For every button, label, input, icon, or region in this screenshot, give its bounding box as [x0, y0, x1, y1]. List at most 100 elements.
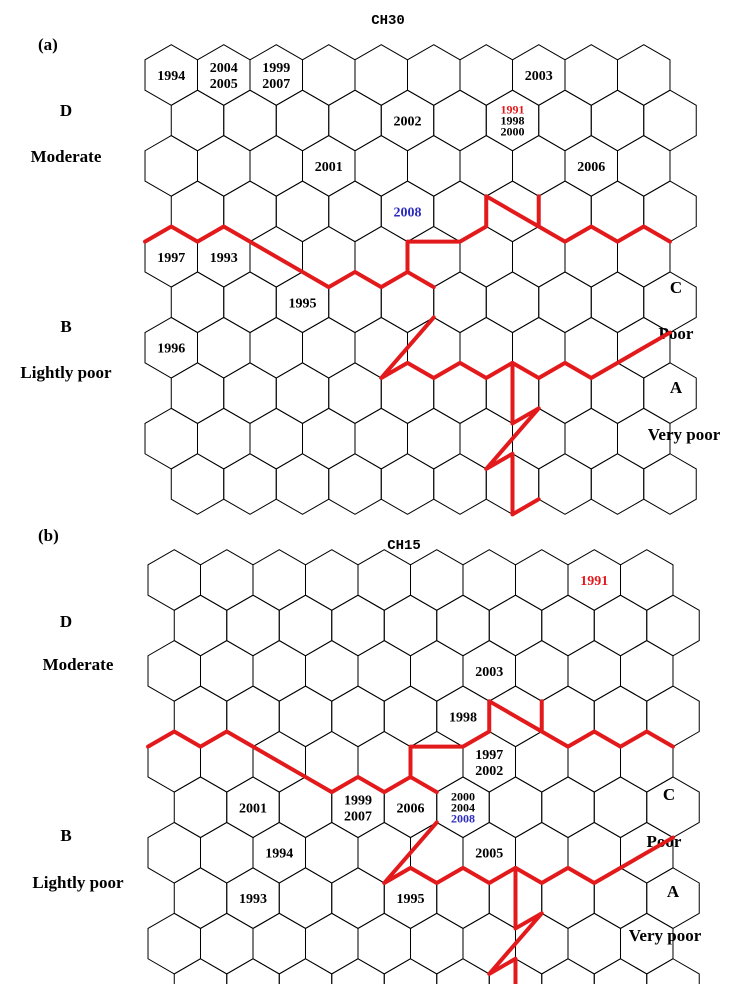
hex-cell [252, 549, 306, 611]
hex-cell [305, 549, 359, 611]
hex-cell [436, 958, 490, 984]
panel-a-class-b-label: B [60, 317, 71, 336]
hex-cell [249, 407, 303, 470]
panel-b-cluster-borders [146, 699, 675, 984]
hex-cell [275, 453, 330, 515]
hex-cell [328, 453, 382, 515]
hex-cell [331, 685, 385, 748]
hex-cell [512, 135, 566, 197]
year-label: 2005 [210, 77, 238, 92]
panel-b-title: CH15 [387, 538, 421, 554]
panel-b-class-a-label: A [667, 882, 680, 901]
hex-cell [643, 453, 697, 515]
hex-cell [410, 549, 464, 611]
hex-cell [462, 549, 516, 611]
hex-cell [433, 453, 487, 515]
panel-a-label: (a) [38, 35, 58, 54]
hex-cell [331, 958, 385, 984]
year-label: 2002 [394, 114, 422, 129]
very-poor-border [484, 360, 541, 517]
year-label: 1996 [157, 342, 185, 357]
hex-cell [331, 594, 385, 657]
hex-cell [643, 89, 697, 152]
hex-cell [173, 594, 228, 657]
hex-cell [275, 180, 330, 243]
hex-cell [173, 776, 228, 839]
hex-cell [223, 89, 277, 152]
hex-cell [538, 271, 592, 334]
hex-cell [197, 135, 251, 197]
hex-cell [147, 821, 201, 884]
hex-cell [144, 407, 198, 470]
hex-cell [249, 316, 303, 379]
hex-cell [354, 135, 408, 197]
hex-cell [407, 44, 461, 106]
panel-b-year-labels: 1991200319981997200220011999200720062000… [239, 574, 608, 907]
year-label: 2001 [239, 801, 267, 816]
hex-cell [567, 640, 621, 702]
year-label: 2002 [475, 764, 503, 779]
hex-cell [357, 912, 411, 975]
hex-cell [593, 958, 648, 984]
hex-cell [620, 640, 674, 702]
hex-cell [200, 549, 254, 611]
year-label: 2004 [210, 61, 238, 76]
panel-b-class-b-label: B [60, 826, 71, 845]
hex-cell [197, 316, 251, 379]
hex-cell [383, 958, 438, 984]
panel-a: (a) CH30 D Moderate B Lightly poor C Poo… [20, 13, 721, 517]
hex-cell [278, 594, 333, 657]
hex-cell [410, 640, 464, 702]
hex-cell [593, 776, 648, 839]
year-label: 1997 [157, 251, 185, 266]
hex-cell [223, 453, 277, 515]
upper-cluster-border [143, 194, 672, 290]
hex-cell [538, 453, 592, 515]
hex-cell [170, 453, 225, 515]
hex-cell [144, 135, 198, 197]
hex-cell [593, 594, 648, 657]
year-label: 1994 [265, 847, 293, 862]
hex-cell [170, 271, 225, 334]
hex-cell [328, 362, 382, 425]
hex-cell [459, 135, 513, 197]
hex-cell [305, 912, 359, 975]
panel-a-cluster-borders [143, 194, 672, 517]
hex-cell [249, 135, 303, 197]
hex-cell [278, 867, 333, 930]
hex-cell [617, 44, 671, 106]
hex-cell [564, 44, 618, 106]
upper-cluster-border [146, 699, 675, 795]
hex-cell [407, 135, 461, 197]
year-label: 1999 [262, 61, 290, 76]
hex-cell [200, 640, 254, 702]
hex-cell [302, 44, 356, 106]
hex-cell [278, 685, 333, 748]
year-label: 2001 [315, 160, 343, 175]
hex-cell [302, 407, 356, 470]
panel-b-lightly-poor-label: Lightly poor [32, 873, 124, 892]
hex-cell [538, 89, 592, 152]
hex-cell [275, 362, 330, 425]
hex-cell [515, 640, 569, 702]
panel-b-label: (b) [38, 526, 59, 545]
hex-cell [488, 594, 543, 657]
hex-cell [383, 685, 438, 748]
panel-a-class-c-label: C [670, 278, 682, 297]
year-label: 1999 [344, 793, 372, 808]
panel-a-moderate-label: Moderate [31, 147, 102, 166]
panel-a-year-labels: 1994200420051999200720032002199119982000… [157, 61, 605, 357]
hex-cell [147, 640, 201, 702]
hex-cell [354, 44, 408, 106]
panel-a-class-d-label: D [60, 101, 72, 120]
hex-cell [200, 912, 254, 975]
year-label: 1995 [397, 892, 425, 907]
hex-cell [173, 958, 228, 984]
year-label: 2008 [451, 811, 475, 825]
hex-cell [590, 453, 645, 515]
year-label: 1993 [210, 251, 238, 266]
hex-cell [147, 912, 201, 975]
lower-cluster-border [382, 820, 675, 885]
